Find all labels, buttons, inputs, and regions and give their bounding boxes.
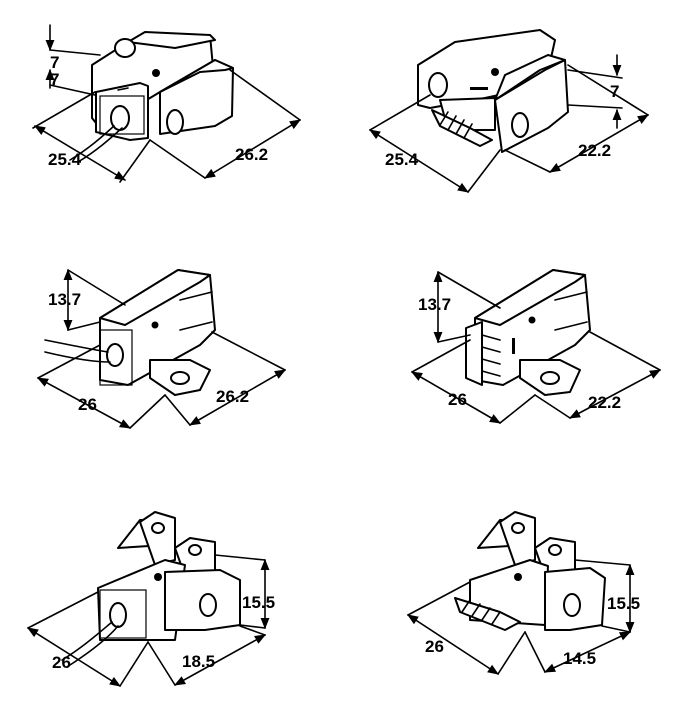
view-cable-ushape-tall: 13.7 26 26.2 xyxy=(37,268,286,429)
dim-label: 22.2 xyxy=(578,141,611,160)
center-dot xyxy=(151,321,159,329)
view-pin-ushape-short: 7 25.4 22.2 xyxy=(369,29,649,193)
dim-label: 15.5 xyxy=(607,594,640,613)
dim-label: 26 xyxy=(448,390,467,409)
sensor-body xyxy=(474,269,591,396)
center-dot xyxy=(514,573,522,581)
view-pin-ushape-tall: 13.7 26 22.2 xyxy=(411,269,661,424)
sensor-body xyxy=(417,29,569,153)
dimension-lines xyxy=(407,559,635,675)
mounting-hole xyxy=(170,371,190,385)
cable xyxy=(44,339,124,367)
connector-pins xyxy=(431,109,493,147)
mounting-hole xyxy=(563,593,581,617)
dim-label: 26 xyxy=(52,653,71,672)
mounting-hole xyxy=(199,593,217,617)
dim-label: 22.2 xyxy=(588,393,621,412)
mounting-hole xyxy=(511,112,529,138)
dim-label: 18.5 xyxy=(182,652,215,671)
view-cable-ushape-short: 7 7 25.4 26.2 xyxy=(32,24,301,183)
dimension-lines xyxy=(411,270,661,424)
dim-label: 7 xyxy=(50,70,59,89)
dimension-lines xyxy=(369,54,649,193)
dim-label: 13.7 xyxy=(418,295,451,314)
dim-label: 26.2 xyxy=(235,145,268,164)
center-dot xyxy=(152,69,160,77)
mounting-hole xyxy=(540,371,560,385)
dim-label: 25.4 xyxy=(48,150,82,169)
center-dot xyxy=(154,573,162,581)
mounting-hole xyxy=(428,72,448,98)
dim-label: 26.2 xyxy=(216,387,249,406)
center-dot xyxy=(491,68,499,76)
mounting-hole xyxy=(114,38,136,58)
dim-label: 25.4 xyxy=(385,150,419,169)
dimension-lines xyxy=(37,268,286,429)
dim-label: 26 xyxy=(78,395,97,414)
dim-label: 15.5 xyxy=(242,593,275,612)
view-cable-tower: 15.5 26 18.5 xyxy=(27,511,275,687)
dimension-lines xyxy=(32,24,301,183)
dim-label: 13.7 xyxy=(48,290,81,309)
dim-label: 7 xyxy=(610,82,619,101)
dim-label: 7 xyxy=(50,53,59,72)
dim-label: 14.5 xyxy=(563,649,596,668)
dimension-lines xyxy=(27,554,270,687)
sensor-body xyxy=(99,269,216,396)
dim-label: 26 xyxy=(425,637,444,656)
mounting-hole xyxy=(166,109,184,135)
view-pin-tower: 15.5 26 14.5 xyxy=(407,511,640,675)
center-dot xyxy=(528,316,536,324)
